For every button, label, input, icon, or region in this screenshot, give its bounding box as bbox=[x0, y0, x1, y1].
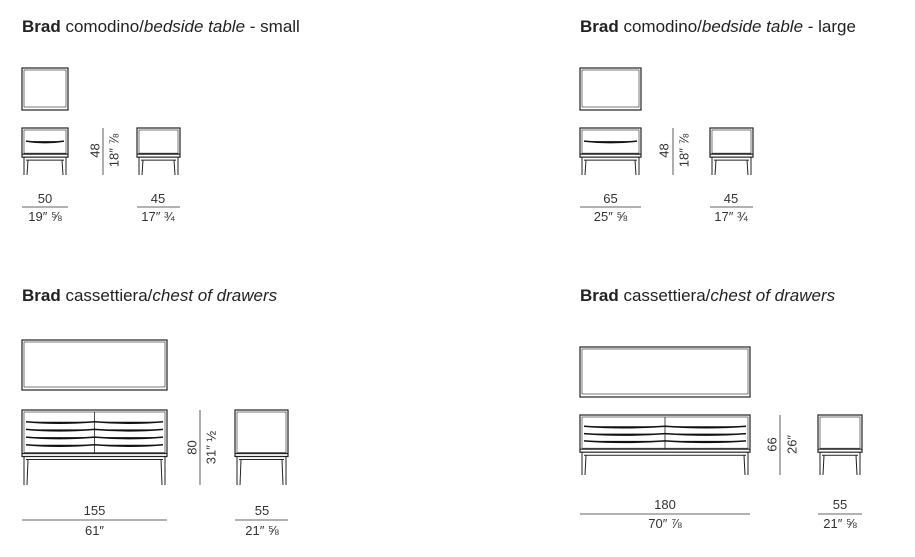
depth-cm: 45 bbox=[150, 191, 166, 206]
name: comodino/ bbox=[65, 17, 144, 36]
top-view bbox=[21, 67, 69, 111]
front-view-inner bbox=[819, 416, 861, 449]
brand: Brad bbox=[580, 17, 619, 36]
product-title-chest-large: Brad cassettiera/chest of drawers bbox=[580, 286, 835, 306]
height-in: 31″ ½ bbox=[203, 430, 219, 465]
legs bbox=[23, 456, 166, 486]
width-cm: 65 bbox=[603, 191, 618, 206]
top-view bbox=[579, 67, 642, 111]
legs bbox=[581, 452, 749, 476]
height-in: 26″ bbox=[784, 434, 800, 455]
front-view bbox=[817, 414, 863, 453]
brand: Brad bbox=[22, 286, 61, 305]
brand: Brad bbox=[580, 286, 619, 305]
name: cassettiera/ bbox=[623, 286, 711, 305]
depth-cm: 55 bbox=[832, 497, 848, 512]
front-view bbox=[21, 409, 168, 458]
depth-in: 17″ ¾ bbox=[141, 209, 175, 224]
width-in: 61″ bbox=[84, 523, 105, 538]
height-cm: 48 bbox=[656, 143, 672, 158]
drawer-handle bbox=[25, 140, 65, 144]
depth-in: 21″ ⅝ bbox=[245, 523, 279, 538]
legs bbox=[23, 157, 67, 176]
name-en: bedside table bbox=[701, 17, 804, 36]
front-view bbox=[136, 127, 181, 158]
product-title-bedside-small: Brad comodino/bedside table - small bbox=[22, 17, 300, 37]
front-view bbox=[21, 127, 69, 158]
depth-in: 17″ ¾ bbox=[714, 209, 748, 224]
width-cm: 155 bbox=[83, 503, 106, 518]
name-en: bedside table bbox=[143, 17, 246, 36]
height-in: 18″ ⅞ bbox=[676, 133, 692, 168]
width-cm: 50 bbox=[37, 191, 53, 206]
top-view-inner bbox=[23, 341, 166, 388]
legs bbox=[236, 456, 287, 486]
front-view-inner bbox=[138, 129, 179, 154]
top-view-inner bbox=[23, 69, 67, 108]
height-cm: 66 bbox=[764, 437, 780, 452]
legs bbox=[138, 157, 179, 176]
depth-in: 21″ ⅝ bbox=[823, 516, 857, 531]
height-cm: 48 bbox=[87, 143, 103, 158]
top-view-inner bbox=[581, 348, 749, 395]
width-in: 25″ ⅝ bbox=[593, 209, 628, 224]
legs bbox=[581, 157, 640, 176]
suffix: - small bbox=[245, 17, 300, 36]
front-view-inner bbox=[581, 129, 640, 154]
drawer-handle bbox=[583, 140, 638, 144]
front-view-inner bbox=[236, 411, 287, 453]
front-view bbox=[709, 127, 754, 158]
front-view-inner bbox=[711, 129, 752, 154]
front-view bbox=[579, 127, 642, 158]
brand: Brad bbox=[22, 17, 61, 36]
name-en: chest of drawers bbox=[710, 286, 836, 305]
depth-cm: 45 bbox=[723, 191, 739, 206]
product-title-chest-small: Brad cassettiera/chest of drawers bbox=[22, 286, 277, 306]
height-cm: 80 bbox=[184, 440, 200, 455]
width-in: 19″ ⅝ bbox=[28, 209, 62, 224]
suffix: - large bbox=[803, 17, 856, 36]
width-cm: 180 bbox=[654, 497, 676, 512]
name: cassettiera/ bbox=[65, 286, 153, 305]
legs bbox=[711, 157, 752, 176]
height-in: 18″ ⅞ bbox=[106, 133, 122, 168]
top-view bbox=[579, 346, 751, 398]
product-title-bedside-large: Brad comodino/bedside table - large bbox=[580, 17, 856, 37]
top-view bbox=[21, 339, 168, 391]
front-view-inner bbox=[23, 129, 67, 154]
name-en: chest of drawers bbox=[152, 286, 278, 305]
depth-cm: 55 bbox=[254, 503, 270, 518]
top-view-inner bbox=[581, 69, 640, 108]
legs bbox=[819, 452, 861, 476]
front-view bbox=[579, 414, 751, 453]
width-in: 70″ ⅞ bbox=[648, 516, 682, 531]
front-view bbox=[234, 409, 289, 458]
name: comodino/ bbox=[623, 17, 702, 36]
